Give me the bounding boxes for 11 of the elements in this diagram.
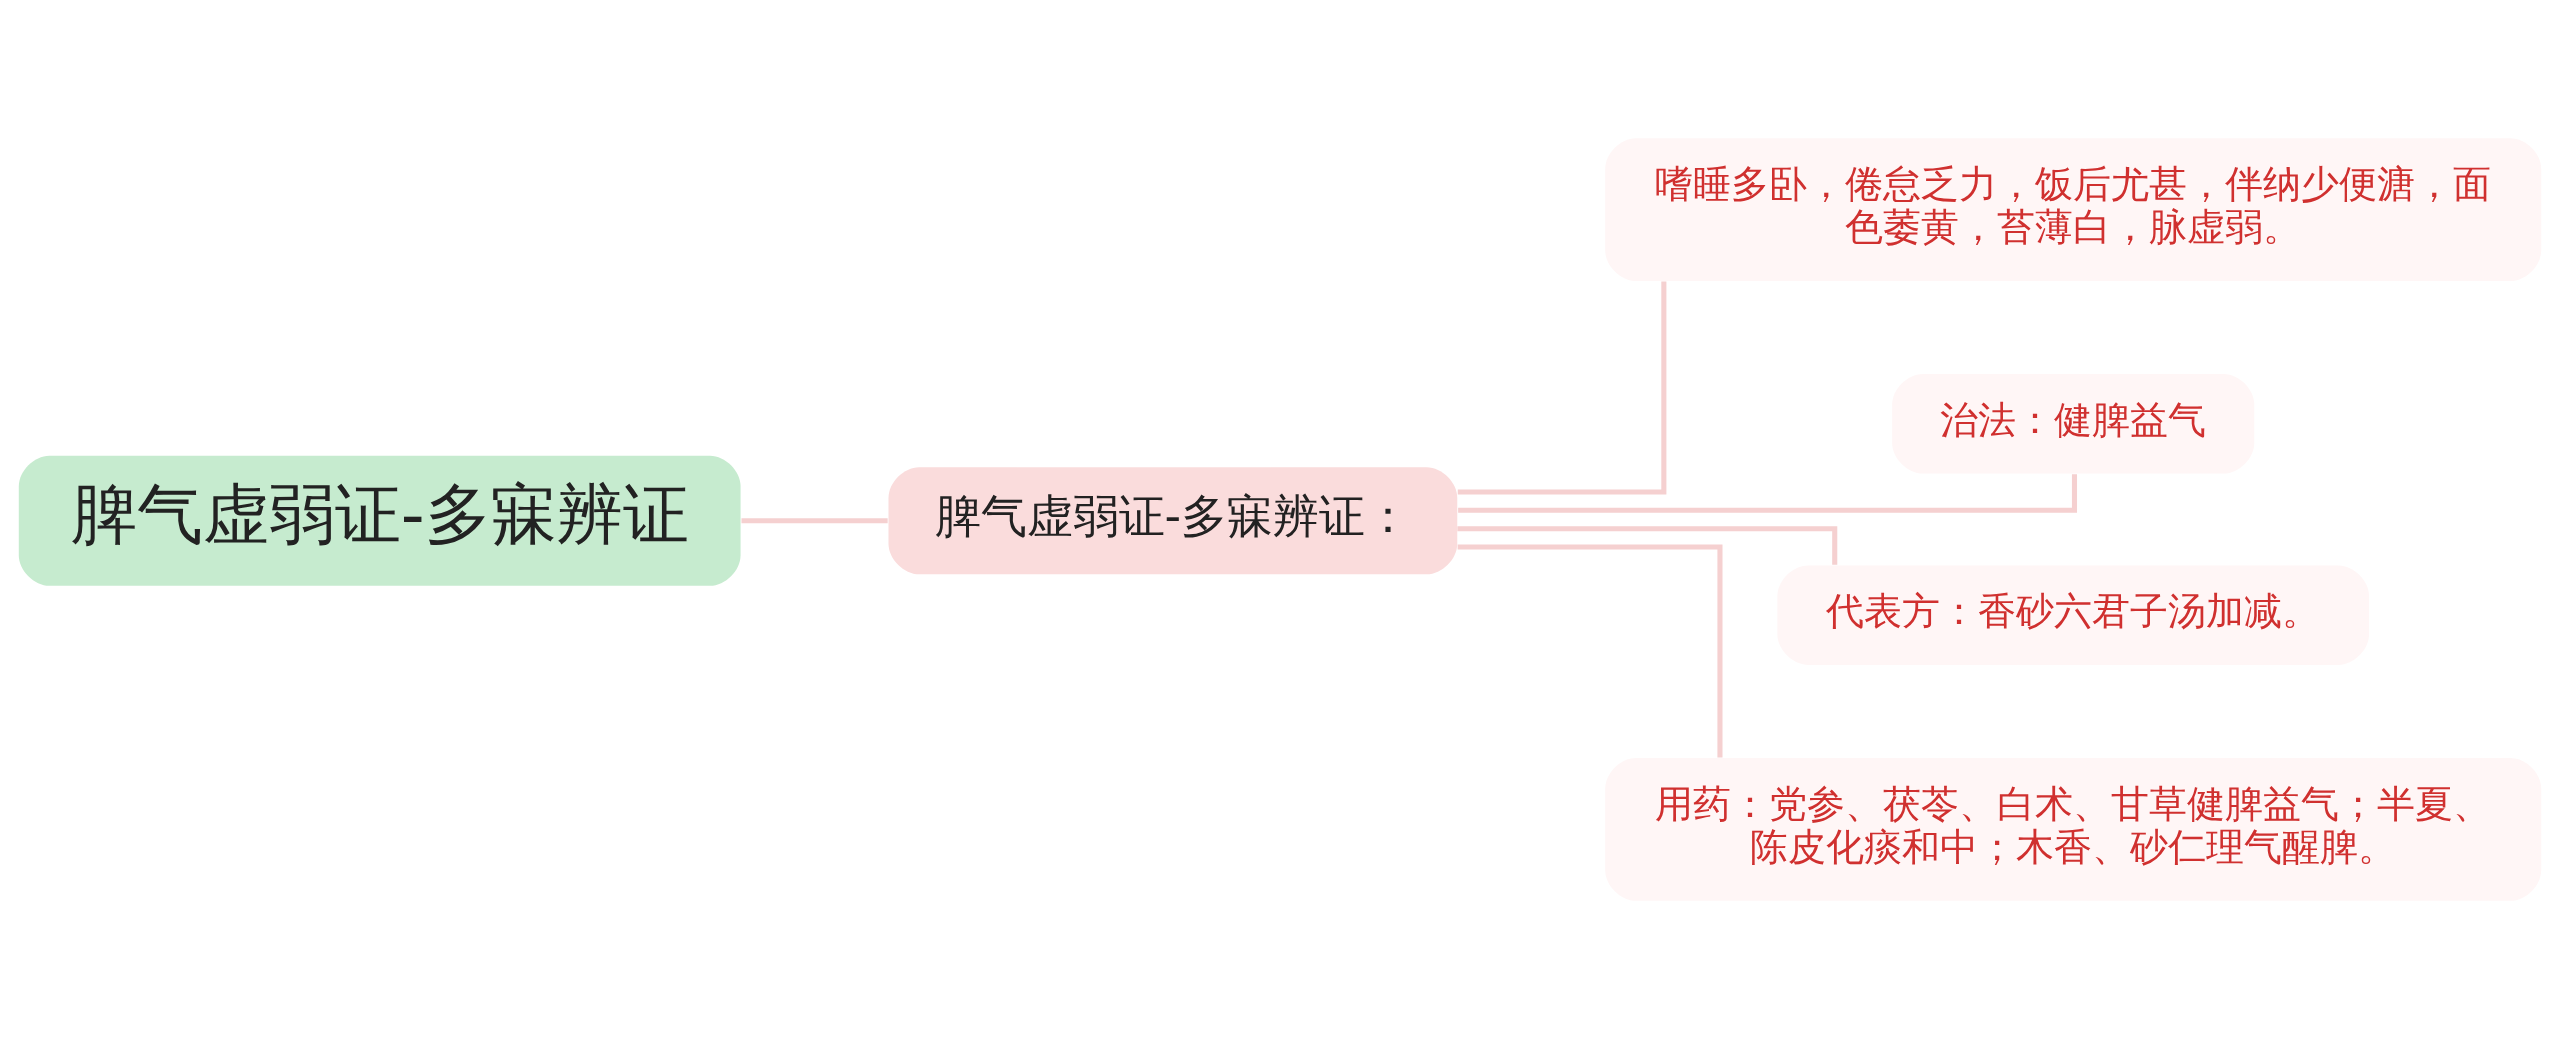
connector xyxy=(1458,473,2078,513)
connector xyxy=(1457,525,1838,565)
connector xyxy=(741,517,888,523)
connector xyxy=(1457,544,1723,757)
node-box: 用药：党参、茯苓、白术、甘草健脾益气；半夏、陈皮化痰和中；木香、砂仁理气醒脾。 xyxy=(1605,757,2542,901)
node-box: 治法：健脾益气 xyxy=(1892,373,2255,474)
node-box: 嗜睡多卧，倦怠乏力，饭后尤甚，伴纳少便溏，面色萎黄，苔薄白，脉虚弱。 xyxy=(1605,137,2542,281)
node-box: 代表方：香砂六君子汤加减。 xyxy=(1777,564,2370,665)
node-box: 脾气虚弱证-多寐辨证 xyxy=(18,455,741,586)
connector xyxy=(1457,281,1667,494)
node-box: 脾气虚弱证-多寐辨证： xyxy=(888,466,1458,574)
